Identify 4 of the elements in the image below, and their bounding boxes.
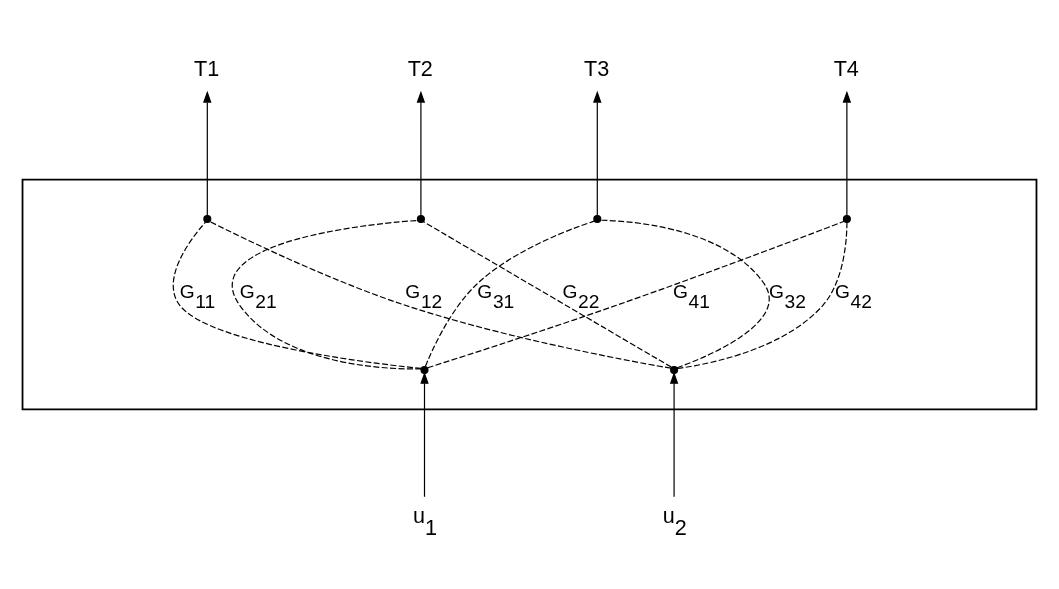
node-text: T2 <box>407 55 433 81</box>
node-text: T1 <box>194 55 220 81</box>
node-text: T3 <box>584 55 610 81</box>
node-text: T4 <box>833 55 859 81</box>
